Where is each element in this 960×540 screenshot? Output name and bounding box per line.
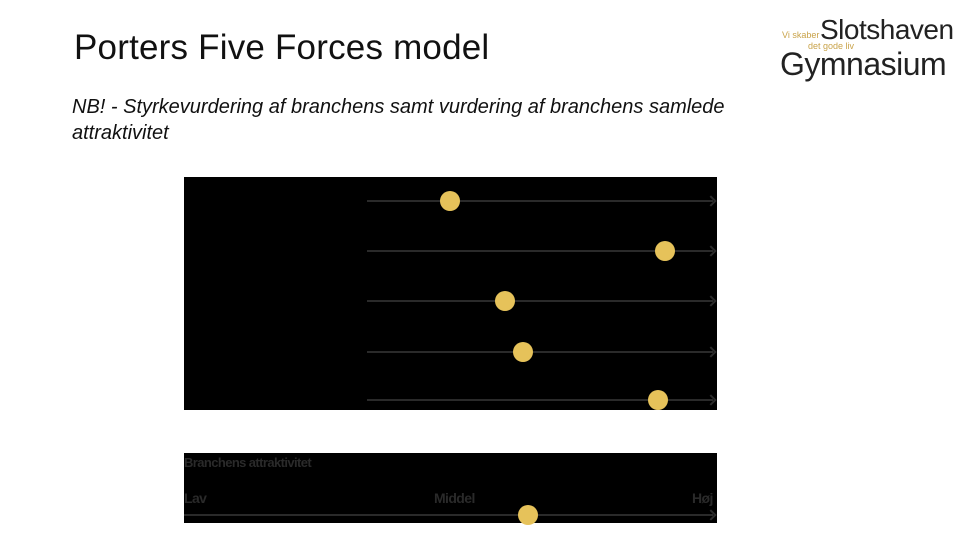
attractiveness-track-arrow [705,509,717,521]
logo-tagline-2: det gode liv [808,41,855,51]
force-marker-4[interactable] [512,342,533,362]
force-marker-5[interactable] [647,390,668,410]
force-track-arrow-5 [705,394,717,406]
school-logo: Vi skaber det gode liv Slotshaven Gymnas… [780,14,954,84]
logo-name-line-2: Gymnasium [780,46,947,82]
logo-name-line-1: Slotshaven [820,14,954,45]
force-track-arrow-1 [705,195,717,207]
attractiveness-marker[interactable] [517,505,538,525]
scale-label-high: Høj [692,490,713,506]
logo-tagline-1: Vi skaber [782,30,820,40]
force-track-arrow-3 [705,295,717,307]
force-track-2 [367,250,713,252]
force-marker-2[interactable] [654,241,675,261]
scale-label-low: Lav [184,490,207,506]
attractiveness-track [184,514,713,516]
force-track-1 [367,200,713,202]
force-marker-3[interactable] [495,291,516,311]
scale-label-mid: Middel [434,490,475,506]
force-marker-1[interactable] [440,191,461,211]
slide-title: Porters Five Forces model [74,28,490,67]
attractiveness-panel: Branchens attraktivitet Lav Middel Høj [184,453,717,525]
force-track-arrow-2 [705,245,717,257]
force-track-arrow-4 [705,346,717,358]
force-track-5 [367,399,713,401]
force-track-3 [367,300,713,302]
force-track-4 [367,351,713,353]
forces-panel [184,177,717,410]
attractiveness-heading: Branchens attraktivitet [184,455,312,470]
slide-subtitle: NB! - Styrkevurdering af branchens samt … [72,96,725,144]
